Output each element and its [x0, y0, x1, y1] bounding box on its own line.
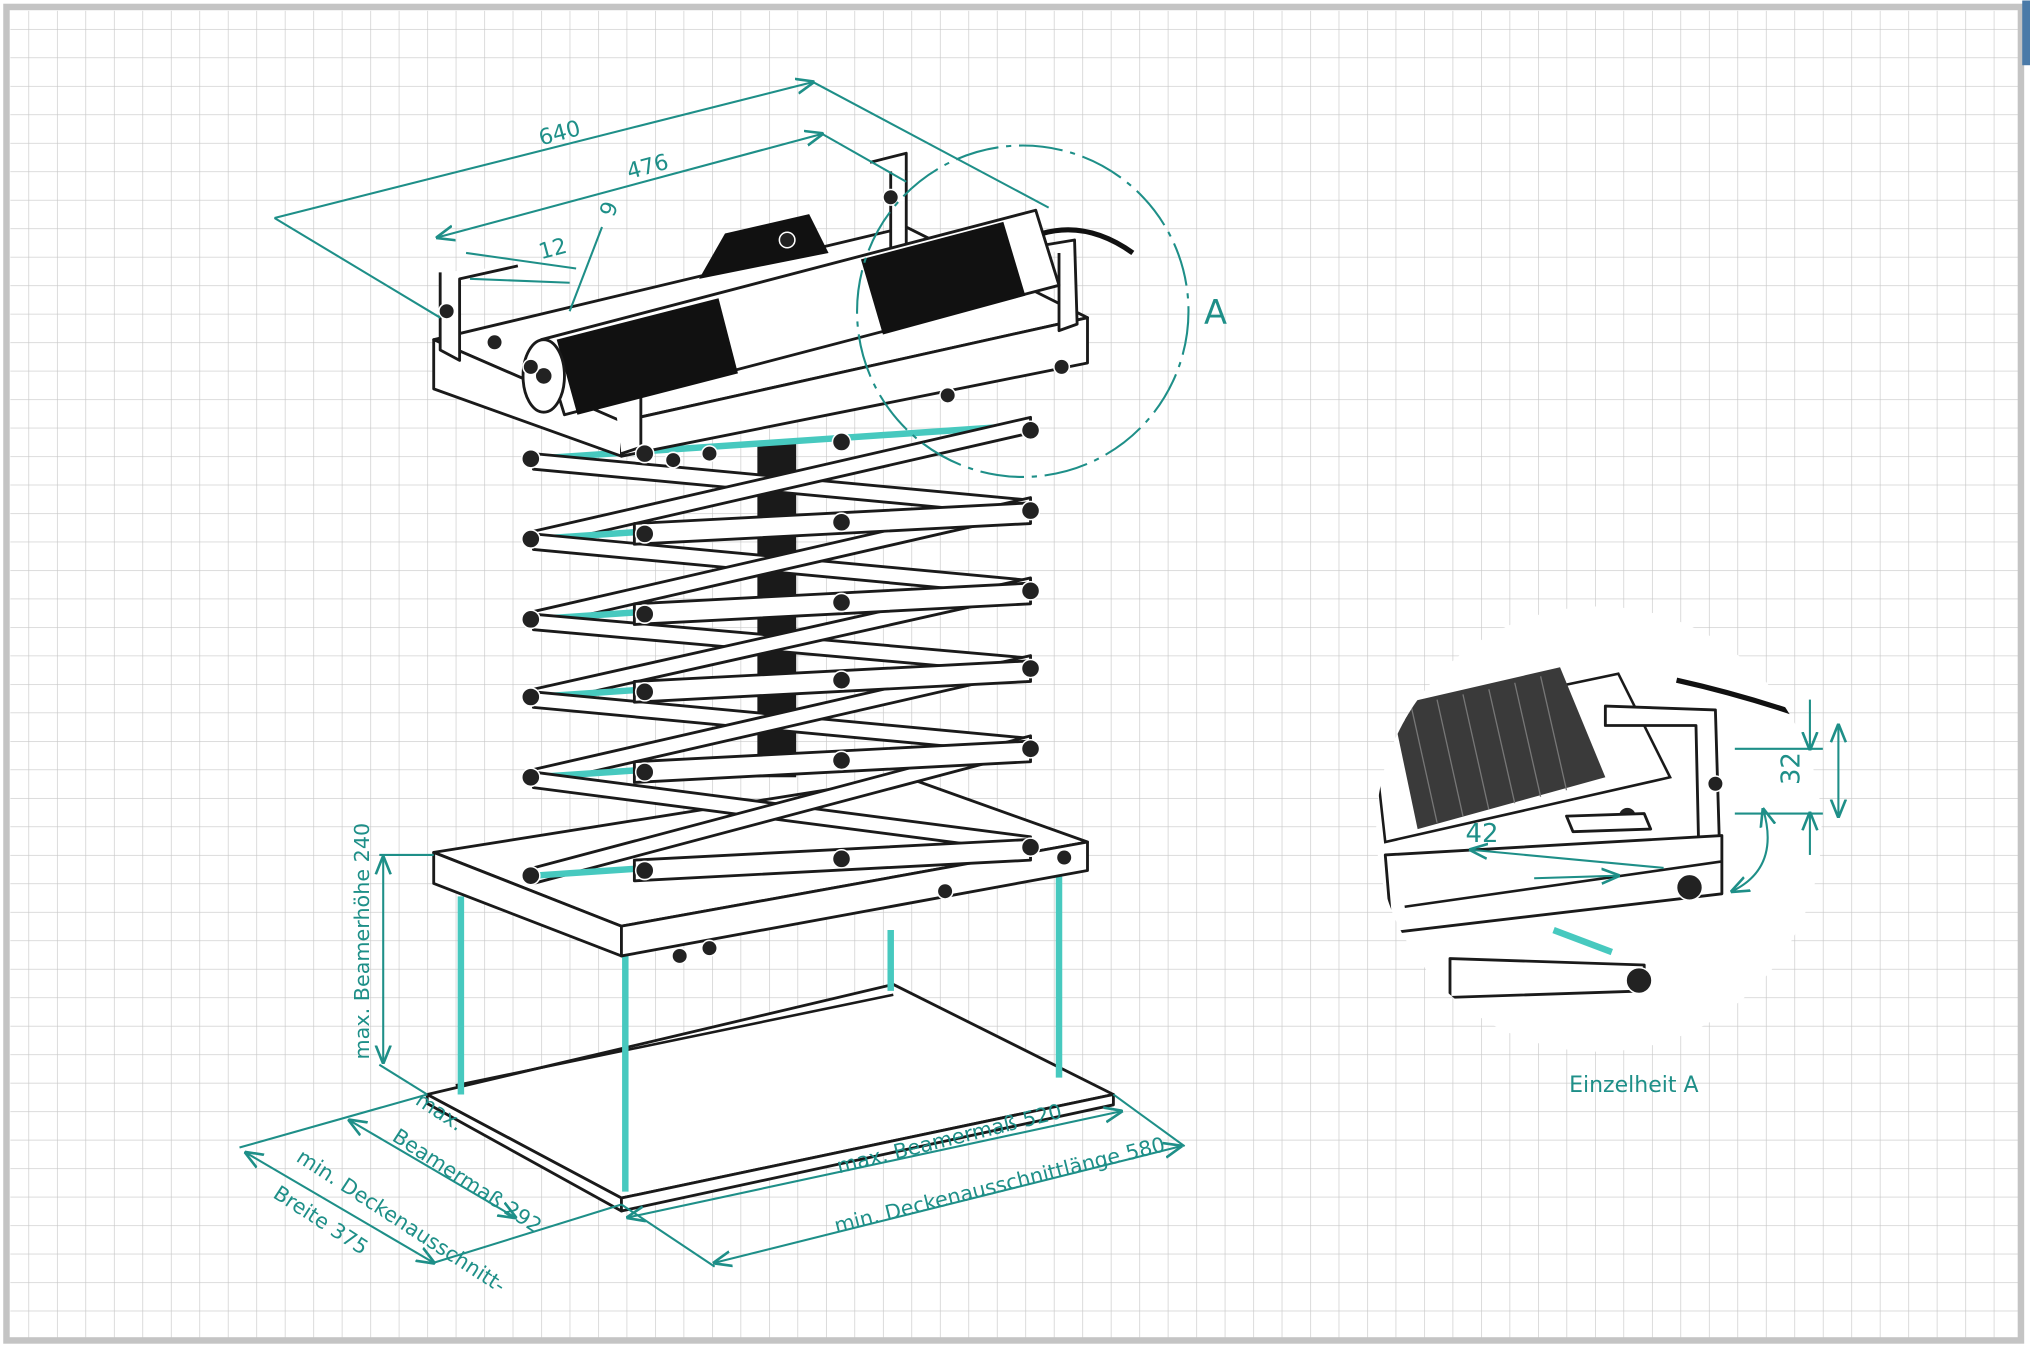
detail-caption: Einzelheit A: [1569, 1073, 1698, 1098]
dim-max-beamer-height: max. Beamerhöhe 240: [350, 823, 374, 1060]
bolt: [1020, 837, 1041, 858]
bolt: [634, 604, 655, 624]
bolt: [831, 849, 852, 869]
detail-marker: A: [1204, 293, 1227, 332]
bolt: [520, 448, 541, 469]
bolt: [634, 762, 655, 782]
bolt: [486, 333, 504, 351]
bolt: [1055, 849, 1073, 867]
page-frame: [3, 3, 2025, 1344]
bolt: [1020, 738, 1041, 759]
bolt: [1020, 500, 1041, 521]
bolt: [939, 386, 957, 404]
bolt: [882, 188, 900, 206]
bolt: [634, 524, 655, 544]
bolt: [664, 451, 682, 469]
bolt: [671, 947, 689, 965]
detail-a-view: 42 32 Einzelheit A: [1376, 606, 1838, 1098]
bolts: [438, 188, 1073, 965]
bolt: [634, 443, 655, 464]
bolt: [831, 512, 852, 533]
bolt: [522, 358, 540, 376]
bottom-frame: [432, 775, 1089, 958]
bolt: [520, 767, 541, 788]
bolt: [1053, 358, 1071, 376]
dimension-lines: [239, 82, 1190, 1268]
bolt: [831, 592, 852, 613]
bolt: [936, 882, 954, 900]
bolt: [831, 670, 852, 691]
motor-tube: [521, 208, 1135, 417]
bolt: [634, 681, 655, 702]
bolt: [438, 302, 456, 320]
bolt: [520, 687, 541, 707]
bolt: [700, 939, 719, 957]
bolt: [520, 609, 541, 630]
detail-dim-vertical: 32: [1777, 752, 1807, 785]
bolt: [831, 750, 852, 771]
bolt: [778, 231, 796, 249]
bolt: [1020, 420, 1041, 441]
bolt: [1020, 658, 1041, 679]
bolt: [634, 860, 655, 881]
bolt: [831, 432, 852, 452]
scissor-arms: [531, 415, 1032, 885]
detail-dim-horizontal: 42: [1466, 819, 1499, 849]
bolt: [520, 529, 541, 549]
bolt: [1020, 581, 1041, 601]
bolt: [520, 865, 541, 886]
bolt: [700, 445, 719, 463]
